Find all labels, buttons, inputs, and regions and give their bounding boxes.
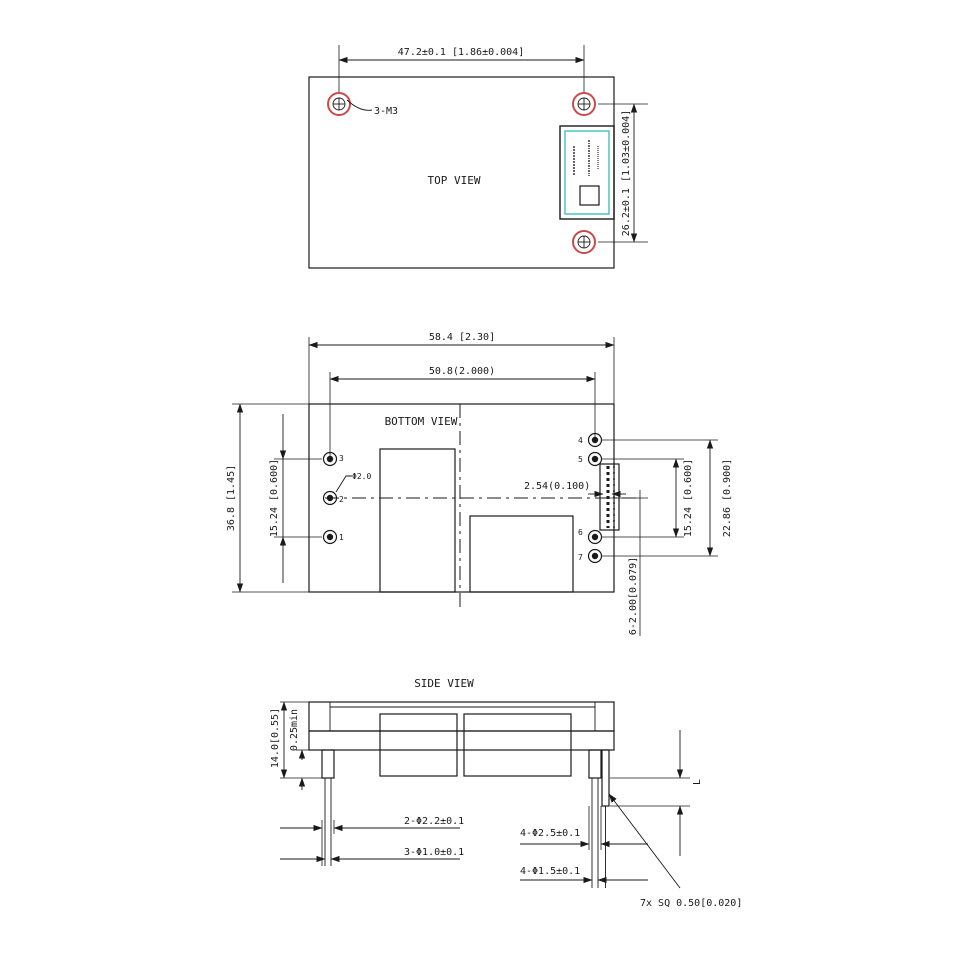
holes-leader-line xyxy=(346,99,373,111)
side-pcb xyxy=(308,730,615,751)
side-pin xyxy=(321,749,335,779)
transformer-block xyxy=(379,448,456,593)
d22-dimension: 2-Φ2.2±0.1 xyxy=(404,816,464,827)
length-dimension: L xyxy=(692,779,703,785)
bottom-view: 58.4 [2.30] 50.8(2.000) 36.8 [1.45] 15.2… xyxy=(226,332,733,636)
mounting-hole-icon xyxy=(327,92,351,116)
pin-label: 1 xyxy=(339,533,344,542)
side-trim-pin xyxy=(601,749,610,807)
pin-label: 3 xyxy=(339,454,344,463)
pin-label: 7 xyxy=(578,553,583,562)
pin-label: 2 xyxy=(339,495,344,504)
pin-label: 5 xyxy=(578,455,583,464)
d10-dimension: 3-Φ1.0±0.1 xyxy=(404,847,464,858)
top-view: 47.2±0.1 [1.86±0.004] 26.2±0.1 [1.03±0.0… xyxy=(308,45,648,269)
product-label-icon xyxy=(559,125,615,220)
pin-diameter: Φ2.0 xyxy=(352,472,371,481)
bottom-overall-height: 36.8 [1.45] xyxy=(226,465,237,531)
pin-label: 4 xyxy=(578,436,583,445)
bottom-overall-width: 58.4 [2.30] xyxy=(429,332,495,343)
side-case-outline xyxy=(308,701,615,732)
d25-dimension: 4-Φ2.5±0.1 xyxy=(520,828,580,839)
bottom-pin-span: 50.8(2.000) xyxy=(429,366,495,377)
pitch-dimension: 2.54(0.100) xyxy=(524,481,590,492)
top-width-dimension: 47.2±0.1 [1.86±0.004] xyxy=(398,47,524,58)
right-inner-dimension: 15.24 [0.600] xyxy=(683,459,694,537)
pin-icon xyxy=(587,529,603,545)
side-transformer xyxy=(379,713,458,777)
side-view-title: SIDE VIEW xyxy=(414,677,474,690)
trim-header-icon xyxy=(599,463,620,531)
standoff-dimension: 0.25min xyxy=(289,709,300,751)
holes-label: 3-M3 xyxy=(374,106,398,117)
d15-dimension: 4-Φ1.5±0.1 xyxy=(520,866,580,877)
side-pin xyxy=(588,749,602,779)
side-height-dimension: 14.0[0.55] xyxy=(270,708,281,768)
sq-dimension: 7x SQ 0.50[0.020] xyxy=(640,898,742,909)
pin-icon xyxy=(322,529,338,545)
bottom-left-pins: 15.24 [0.600] xyxy=(269,459,280,537)
bottom-view-title: BOTTOM VIEW xyxy=(385,415,458,428)
pin-label: 6 xyxy=(578,528,583,537)
inductor-block xyxy=(469,515,574,593)
top-view-title: TOP VIEW xyxy=(428,174,481,187)
side-view: SIDE VIEW 14.0[0.55] 0.25min L xyxy=(270,677,742,909)
sq-leader-line xyxy=(608,793,681,889)
pin-icon xyxy=(322,490,338,506)
mounting-hole-icon xyxy=(572,92,596,116)
mounting-hole-icon xyxy=(572,230,596,254)
right-pins-dimension: 6-2.00[0.079] xyxy=(628,557,639,635)
pin-dia-leader xyxy=(335,475,352,493)
top-height-dimension: 26.2±0.1 [1.03±0.004] xyxy=(621,110,632,236)
right-outer-dimension: 22.86 [0.900] xyxy=(722,459,733,537)
side-inductor xyxy=(463,713,572,777)
pin-icon xyxy=(587,548,603,564)
pin-icon xyxy=(322,451,338,467)
